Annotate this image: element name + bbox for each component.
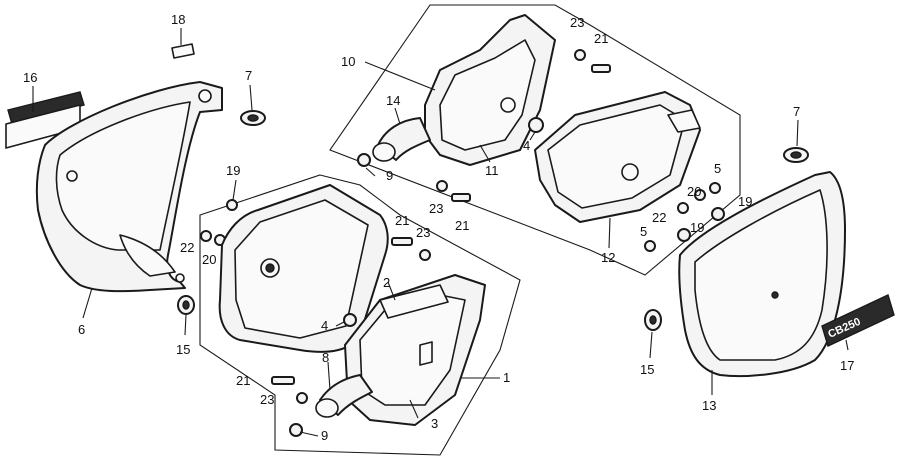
callout-4-right: 4 (523, 138, 530, 153)
part-9-clamp-left (289, 423, 303, 437)
callout-23-top: 23 (570, 15, 584, 30)
callout-9-right: 9 (386, 168, 393, 183)
part-12-right-case-cover (534, 91, 701, 223)
callout-17: 17 (840, 358, 854, 373)
callout-7-left: 7 (245, 68, 252, 83)
part-21-bolt-top (591, 64, 611, 73)
part-20-nut-right (694, 189, 706, 201)
part-21-bolt-lower-left (271, 376, 295, 385)
callout-8: 8 (322, 350, 329, 365)
callout-21-top: 21 (594, 31, 608, 46)
callout-16: 16 (23, 70, 37, 85)
callout-21-lower-left: 21 (236, 373, 250, 388)
group-box-right-air-cleaner (329, 4, 741, 276)
part-19-bolt-left (226, 199, 238, 211)
callout-22-right: 22 (652, 210, 666, 225)
part-18-tab (171, 43, 195, 59)
part-21-bolt-center (451, 193, 471, 202)
callout-22-left: 22 (180, 240, 194, 255)
part-19-bolt-right-upper (711, 207, 725, 221)
part-8-connecting-tube (315, 374, 373, 418)
part-11-right-air-cleaner-case (424, 14, 556, 166)
callout-13: 13 (702, 398, 716, 413)
leader-lines (32, 28, 849, 437)
callout-19-right-upper: 19 (738, 194, 752, 209)
callout-15-left: 15 (176, 342, 190, 357)
callout-18: 18 (171, 12, 185, 27)
part-23-washer-top (574, 49, 586, 61)
part-4-bolt-right (528, 117, 544, 133)
callout-20-right: 20 (687, 184, 701, 199)
callout-3: 3 (431, 416, 438, 431)
part-19-bolt-right-lower (677, 228, 691, 242)
callout-labels: 1 2 3 4 4 5 5 6 7 7 8 9 9 10 11 12 13 14… (23, 12, 854, 443)
callout-1: 1 (503, 370, 510, 385)
callout-19-left: 19 (226, 163, 240, 178)
callout-9-left: 9 (321, 428, 328, 443)
callout-23-center: 23 (429, 201, 443, 216)
callout-14: 14 (386, 93, 400, 108)
callout-11: 11 (485, 163, 499, 178)
part-5-nut-right-lower (644, 240, 656, 252)
group-box-left-air-cleaner (199, 174, 521, 456)
part-5-nut-right-upper (709, 182, 721, 194)
part-6-left-side-cover (35, 81, 223, 293)
part-2-element (379, 284, 449, 319)
callout-21-mid-left: 21 (395, 213, 409, 228)
callout-23-lower-left: 23 (260, 392, 274, 407)
callout-12: 12 (601, 250, 615, 265)
callout-15-right: 15 (640, 362, 654, 377)
callout-4-left: 4 (321, 318, 328, 333)
callout-20-left: 20 (202, 252, 216, 267)
part-13-right-side-cover (678, 171, 846, 378)
callout-19-right-lower: 19 (690, 220, 704, 235)
part-21-bolt-mid-left (391, 237, 413, 246)
part-22-washer-left (200, 230, 212, 242)
part-23-washer-mid-left (419, 249, 431, 261)
part-14-right-tube (372, 117, 431, 162)
left-air-cleaner-case-cover (218, 184, 389, 353)
part-9-clamp-right (357, 153, 371, 167)
callout-5-upper: 5 (714, 161, 721, 176)
callout-21-center: 21 (455, 218, 469, 233)
part-23-washer-lower-left (296, 392, 308, 404)
part-23-washer-center (436, 180, 448, 192)
callout-5-lower: 5 (640, 224, 647, 239)
part-4-bolt-left (343, 313, 357, 327)
callout-6: 6 (78, 322, 85, 337)
callout-2: 2 (383, 275, 390, 290)
callout-23-mid-left: 23 (416, 225, 430, 240)
callout-10: 10 (341, 54, 355, 69)
callout-7-right: 7 (793, 104, 800, 119)
part-22-washer-right (677, 202, 689, 214)
